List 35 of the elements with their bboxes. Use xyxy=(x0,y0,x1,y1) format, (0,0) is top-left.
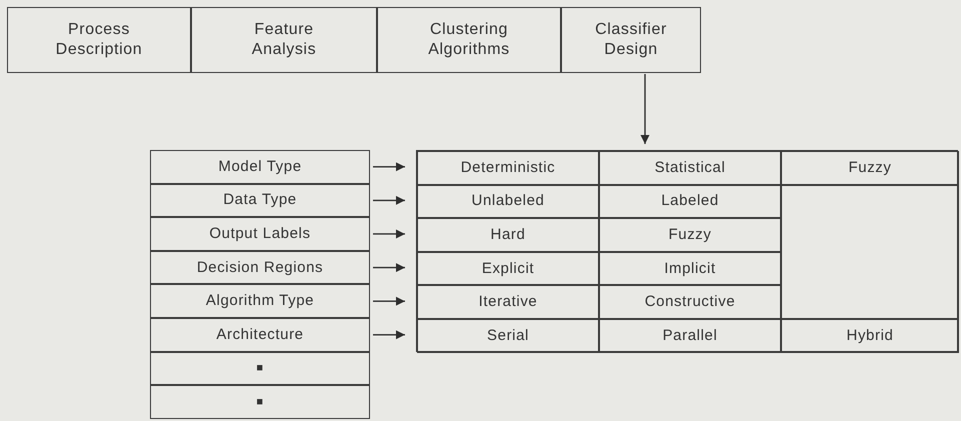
option-cell: Parallel xyxy=(599,319,781,353)
arrow xyxy=(373,263,405,272)
option-cell: Statistical xyxy=(599,151,781,185)
option-cell: Implicit xyxy=(599,252,781,286)
option-cell: Iterative xyxy=(417,285,599,319)
continuation-cell: ■ xyxy=(150,385,370,419)
option-cell: Hybrid xyxy=(781,319,959,353)
option-cell: Explicit xyxy=(417,252,599,286)
stage-box: Feature Analysis xyxy=(191,7,377,73)
arrow xyxy=(640,74,650,144)
arrow xyxy=(373,296,405,306)
empty-cell xyxy=(781,184,959,319)
arrow xyxy=(373,196,405,205)
stage-box: Process Description xyxy=(7,7,191,73)
attribute-cell: Output Labels xyxy=(150,217,370,251)
attribute-cell: Architecture xyxy=(150,318,370,352)
attribute-cell: Decision Regions xyxy=(150,250,370,284)
attribute-cell: Algorithm Type xyxy=(150,284,370,318)
option-cell: Hard xyxy=(417,218,599,252)
continuation-cell: ■ xyxy=(150,352,370,386)
option-cell: Fuzzy xyxy=(599,218,781,252)
options-table xyxy=(416,150,958,352)
arrow xyxy=(373,229,405,238)
stage-box: Classifier Design xyxy=(561,7,701,73)
option-cell: Labeled xyxy=(599,184,781,218)
attribute-cell: Model Type xyxy=(150,150,370,184)
option-cell: Fuzzy xyxy=(781,151,959,185)
stage-box: Clustering Algorithms xyxy=(377,7,561,73)
arrow xyxy=(373,162,405,172)
option-cell: Serial xyxy=(417,319,599,353)
option-cell: Unlabeled xyxy=(417,184,599,218)
arrow xyxy=(373,330,405,340)
attribute-cell: Data Type xyxy=(150,184,370,218)
option-cell: Constructive xyxy=(599,285,781,319)
option-cell: Deterministic xyxy=(417,151,599,185)
